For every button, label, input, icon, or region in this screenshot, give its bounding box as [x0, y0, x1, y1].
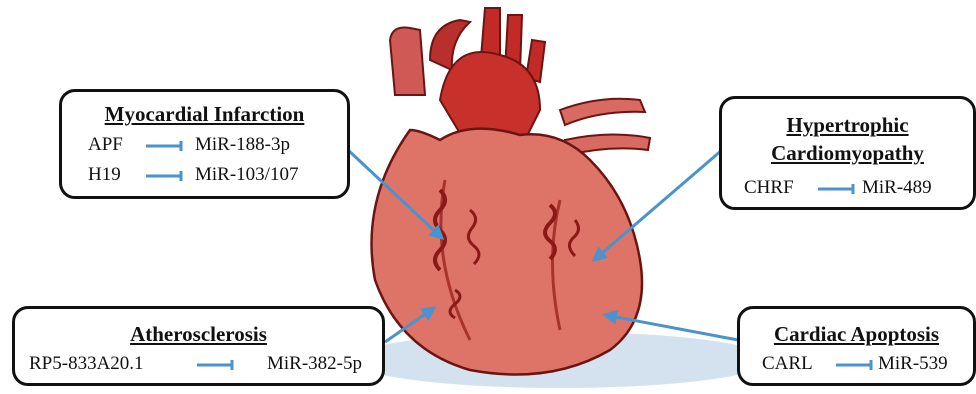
- inhibition-arrow-icon: [197, 360, 235, 370]
- inhibition-arrow-icon: [836, 360, 874, 370]
- great-vessels: [390, 8, 650, 155]
- atherosclerosis-box: Atherosclerosis RP5-833A20.1 MiR-382-5p: [12, 306, 385, 386]
- hypertrophic-title-line2: Cardiomyopathy: [722, 141, 973, 165]
- lncrna-label: RP5-833A20.1: [29, 353, 144, 375]
- heart-body: [372, 129, 642, 375]
- hypertrophic-title-line1: Hypertrophic: [722, 113, 973, 137]
- mirna-label: MiR-382-5p: [267, 353, 362, 375]
- lncrna-label: CHRF: [744, 177, 794, 199]
- mirna-label: MiR-188-3p: [195, 134, 290, 156]
- lncrna-label: CARL: [762, 353, 813, 375]
- inhibition-arrow-icon: [146, 171, 184, 181]
- hypertrophic-cardiomyopathy-box: Hypertrophic Cardiomyopathy CHRF MiR-489: [719, 96, 976, 210]
- mirna-label: MiR-103/107: [195, 164, 298, 186]
- inhibition-arrow-icon: [146, 141, 184, 151]
- lncrna-label: H19: [88, 164, 121, 186]
- cardiac-apoptosis-box: Cardiac Apoptosis CARL MiR-539: [737, 306, 976, 386]
- atherosclerosis-title: Atherosclerosis: [15, 322, 382, 346]
- mirna-label: MiR-489: [862, 177, 932, 199]
- cardiac-apoptosis-title: Cardiac Apoptosis: [740, 322, 973, 346]
- inhibition-arrow-icon: [818, 184, 856, 194]
- lncrna-label: APF: [88, 134, 123, 156]
- myocardial-infarction-box: Myocardial Infarction APF MiR-188-3p H19…: [59, 89, 350, 199]
- mirna-label: MiR-539: [878, 353, 948, 375]
- myocardial-infarction-title: Myocardial Infarction: [62, 102, 347, 126]
